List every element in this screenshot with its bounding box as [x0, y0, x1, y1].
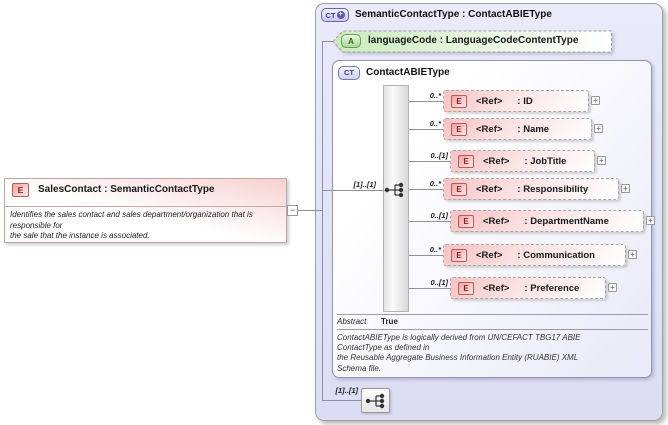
cardinality-label: 0..[1]	[430, 211, 448, 220]
abstract-value: True	[381, 317, 398, 326]
complex-type-plus-icon: CT +	[321, 8, 349, 22]
sequence-icon[interactable]	[361, 388, 390, 413]
expand-button[interactable]: +	[597, 156, 606, 165]
element-ref-Name[interactable]: E <Ref> : Name	[443, 118, 592, 140]
element-icon: E	[12, 183, 29, 197]
element-ref-ID[interactable]: E <Ref> : ID	[443, 90, 589, 112]
doc-line: the sale that the instance is associated…	[10, 231, 150, 240]
connector-line	[322, 190, 388, 191]
global-element-docs: Identifies the sales contact and sales d…	[10, 210, 282, 242]
sequence-icon[interactable]	[384, 182, 406, 203]
connector-line	[322, 400, 362, 401]
expand-button[interactable]: +	[646, 216, 655, 225]
element-icon: E	[458, 214, 474, 228]
attribute-icon: A	[341, 34, 361, 48]
connector-line	[409, 129, 443, 130]
element-name: : JobTitle	[524, 155, 567, 167]
connector-line	[409, 255, 443, 256]
divider	[337, 329, 648, 330]
doc-line: responsible for	[10, 220, 63, 230]
expand-button[interactable]: +	[628, 250, 637, 259]
element-icon: E	[458, 281, 474, 295]
ref-label: <Ref>	[483, 155, 510, 167]
connector-line	[409, 288, 450, 289]
doc-line: ContactType as defined in	[337, 343, 430, 353]
element-name: : DepartmentName	[524, 215, 609, 227]
connector-line	[409, 101, 443, 102]
ref-label: <Ref>	[483, 215, 510, 227]
cardinality-label: 0..*	[429, 119, 441, 128]
doc-line: ContactABIEType is logically derived fro…	[337, 333, 581, 342]
expand-button[interactable]: +	[591, 96, 600, 105]
ref-label: <Ref>	[476, 123, 503, 135]
divider	[337, 314, 648, 315]
abstract-label: Abstract	[337, 317, 367, 326]
sequence-cardinality: [1]..[1]	[353, 180, 377, 189]
connector-line	[322, 41, 323, 400]
element-ref-Responsibility[interactable]: E <Ref> : Responsibility	[443, 178, 619, 200]
ref-label: <Ref>	[476, 249, 503, 261]
panel-title: SemanticContactType : ContactABIEType	[355, 9, 552, 20]
element-name: : Responsibility	[517, 183, 589, 195]
element-icon: E	[451, 122, 467, 136]
element-name: : Preference	[524, 282, 580, 294]
divider	[5, 206, 286, 207]
sequence-spine	[383, 85, 409, 312]
element-icon: E	[458, 154, 474, 168]
ref-label: <Ref>	[476, 183, 503, 195]
element-icon: E	[451, 94, 467, 108]
cardinality-label: 0..[1]	[430, 278, 448, 287]
element-ref-DepartmentName[interactable]: E <Ref> : DepartmentName	[450, 210, 644, 232]
connector-line	[409, 221, 450, 222]
connector-line	[322, 41, 336, 42]
element-icon: E	[451, 182, 467, 196]
element-name: : Communication	[517, 249, 595, 261]
ref-label: <Ref>	[483, 282, 510, 294]
attribute-label: languageCode : LanguageCodeContentType	[368, 35, 579, 46]
doc-line: the Reusable Aggregate Business Informat…	[337, 353, 579, 363]
expand-button[interactable]: +	[621, 184, 630, 193]
expand-button[interactable]: +	[608, 283, 617, 292]
doc-line: Identifies the sales contact and sales d…	[10, 210, 253, 219]
connector-line	[298, 210, 322, 211]
complex-type-title: ContactABIEType	[366, 67, 450, 78]
attribute-tag[interactable]: A languageCode : LanguageCodeContentType	[332, 30, 613, 53]
connector-line	[409, 189, 443, 190]
ct-icon-text: CT	[325, 10, 336, 20]
sequence-cardinality: [1]..[1]	[335, 386, 359, 395]
complex-type-icon: CT	[338, 66, 360, 80]
attribute-tag-shape	[332, 30, 612, 53]
cardinality-label: 0..[1]	[430, 151, 448, 160]
element-name: : ID	[517, 95, 533, 107]
doc-line: Schema file.	[337, 363, 382, 373]
ref-label: <Ref>	[476, 95, 503, 107]
connector-line	[409, 161, 450, 162]
global-element-title: SalesContact : SemanticContactType	[38, 184, 215, 195]
element-icon: E	[451, 248, 467, 262]
element-name: : Name	[517, 123, 550, 135]
element-ref-Preference[interactable]: E <Ref> : Preference	[450, 277, 606, 299]
cardinality-label: 0..*	[429, 245, 441, 254]
cardinality-label: 0..*	[429, 179, 441, 188]
cardinality-label: 0..*	[429, 91, 441, 100]
element-ref-JobTitle[interactable]: E <Ref> : JobTitle	[450, 150, 595, 172]
expand-button[interactable]: +	[594, 124, 603, 133]
element-ref-Communication[interactable]: E <Ref> : Communication	[443, 244, 626, 266]
complex-type-docs: ContactABIEType is logically derived fro…	[337, 333, 649, 374]
plus-badge-icon: +	[336, 11, 345, 19]
collapse-button[interactable]: −	[287, 205, 298, 216]
global-element-box[interactable]	[4, 178, 287, 243]
